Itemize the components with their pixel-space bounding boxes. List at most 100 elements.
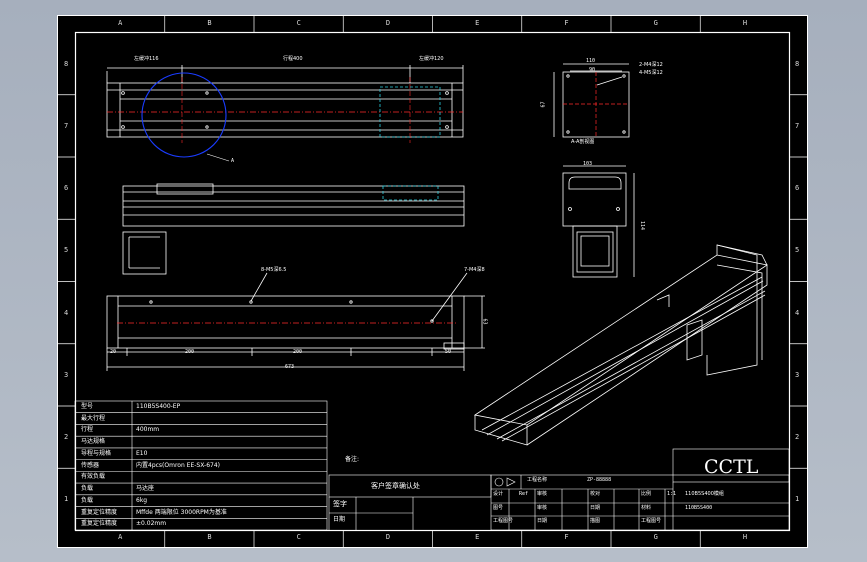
isometric-view xyxy=(473,244,769,446)
param-label-9: 重复定位精度 xyxy=(81,508,118,516)
project-value: ZP-88888 xyxy=(587,477,612,483)
top-view xyxy=(106,65,464,138)
bottom-total: 673 xyxy=(285,364,295,370)
bottom-hole1: 8-M5深6.5 xyxy=(261,267,287,273)
title-block xyxy=(490,448,790,531)
bottom-d4: 50 xyxy=(445,349,452,355)
zone-row-1: 1 xyxy=(64,495,69,504)
zone-row-5: 5 xyxy=(795,246,800,255)
tb-cell-value-0: Ref xyxy=(519,491,529,497)
param-table xyxy=(74,400,328,531)
zone-col-g: G xyxy=(653,533,658,541)
dim-top-hole2: 4-M5深12 xyxy=(639,70,663,76)
param-label-10: 重复定位精度 xyxy=(81,520,118,528)
dim-stroke: 行程400 xyxy=(283,56,303,62)
zone-row-8: 8 xyxy=(64,59,69,68)
dim-side-height: 114 xyxy=(639,220,646,231)
zone-row-6: 6 xyxy=(64,184,69,193)
zone-col-a: A xyxy=(118,533,123,541)
param-label-7: 负载 xyxy=(81,485,94,493)
carriage-phantom xyxy=(379,86,441,138)
zone-col-d: D xyxy=(385,533,391,541)
zone-col-e: E xyxy=(475,19,480,27)
drawing-name: 110B5S400模组 xyxy=(685,491,724,497)
bottom-view xyxy=(106,272,485,371)
project-label: 工程名称 xyxy=(527,477,548,483)
tb-cell-label-8: 工程图号 xyxy=(493,518,514,524)
section-label: A-A剖视图 xyxy=(571,139,595,145)
zone-row-8: 8 xyxy=(795,59,800,68)
bottom-d1: 20 xyxy=(110,349,117,355)
zone-col-e: E xyxy=(475,533,480,541)
leader-a-label: A xyxy=(231,158,235,164)
bottom-d2: 200 xyxy=(185,349,195,355)
zone-col-b: B xyxy=(207,19,212,27)
param-value-0: 110B5S400-EP xyxy=(136,403,181,410)
bottom-hole2: 7-M4深8 xyxy=(464,267,485,273)
tb-cell-label-4: 图号 xyxy=(493,505,504,511)
param-value-7: 马达座 xyxy=(136,485,155,493)
zone-col-h: H xyxy=(742,533,748,541)
zone-row-5: 5 xyxy=(64,246,69,255)
zone-col-c: C xyxy=(296,19,301,27)
param-value-4: E10 xyxy=(136,449,148,457)
tb-cell-label-5: 审核 xyxy=(537,505,548,511)
bottom-d3: 200 xyxy=(293,349,303,355)
date-label: 日期 xyxy=(333,516,346,523)
param-value-2: 400mm xyxy=(136,426,160,434)
dim-side-width: 103 xyxy=(583,161,593,167)
dim-top-w1: 110 xyxy=(586,58,596,64)
tb-cell-label-6: 日期 xyxy=(590,505,601,511)
tb-cell-value-3: 1:1 xyxy=(667,491,677,497)
zone-row-3: 3 xyxy=(64,370,69,379)
zone-col-b: B xyxy=(207,533,212,541)
param-value-9: Mffde 两端限位 3000RPM为基准 xyxy=(136,508,227,516)
bottom-right: 63 xyxy=(481,318,488,325)
end-view-side xyxy=(562,165,635,278)
tb-cell-label-0: 设计 xyxy=(493,491,504,497)
param-value-10: ±0.02mm xyxy=(136,520,167,528)
tb-cell-label-2: 校对 xyxy=(590,491,601,497)
zone-col-g: G xyxy=(653,19,658,27)
drawing-no: 110B5S400 xyxy=(685,505,713,511)
drawing-geometry xyxy=(57,15,808,548)
zone-col-a: A xyxy=(118,19,123,27)
dim-right-travel: 左缓冲120 xyxy=(419,56,444,62)
end-view-top xyxy=(553,63,630,138)
param-label-3: 马达规格 xyxy=(81,438,106,446)
zone-col-f: F xyxy=(564,533,569,541)
zone-col-f: F xyxy=(564,19,569,27)
zone-row-1: 1 xyxy=(795,495,800,504)
param-label-0: 型号 xyxy=(81,403,94,410)
zone-row-7: 7 xyxy=(795,121,800,130)
zone-row-4: 4 xyxy=(64,308,69,317)
zone-row-7: 7 xyxy=(64,121,69,130)
param-label-6: 有效负载 xyxy=(81,473,106,481)
tb-cell-label-1: 审核 xyxy=(537,491,548,497)
brand-logo-text: CCTL xyxy=(704,456,759,478)
dim-top-w2: 90 xyxy=(589,67,596,73)
detail-circle xyxy=(141,72,227,158)
zone-col-c: C xyxy=(296,533,301,541)
param-label-4: 导程与规格 xyxy=(81,449,112,457)
zone-ticks xyxy=(57,15,808,548)
zone-col-h: H xyxy=(742,19,748,27)
confirm-title: 客户签章确认处 xyxy=(371,482,420,490)
zone-row-2: 2 xyxy=(64,433,69,442)
tb-cell-label-10: 描图 xyxy=(590,518,601,524)
zone-col-d: D xyxy=(385,19,391,27)
tb-cell-label-7: 材料 xyxy=(641,505,652,511)
zone-row-6: 6 xyxy=(795,184,800,193)
dim-top-height: 67 xyxy=(540,101,547,108)
notes-label: 备注: xyxy=(345,456,360,463)
param-label-5: 传感器 xyxy=(81,461,100,469)
sign-label: 签字 xyxy=(333,500,347,508)
param-value-8: 6kg xyxy=(136,496,148,504)
param-label-1: 最大行程 xyxy=(81,414,106,422)
front-view xyxy=(122,183,465,275)
tb-cell-label-11: 工程图号 xyxy=(641,518,662,524)
zone-row-4: 4 xyxy=(795,308,800,317)
param-label-8: 负载 xyxy=(81,496,94,504)
